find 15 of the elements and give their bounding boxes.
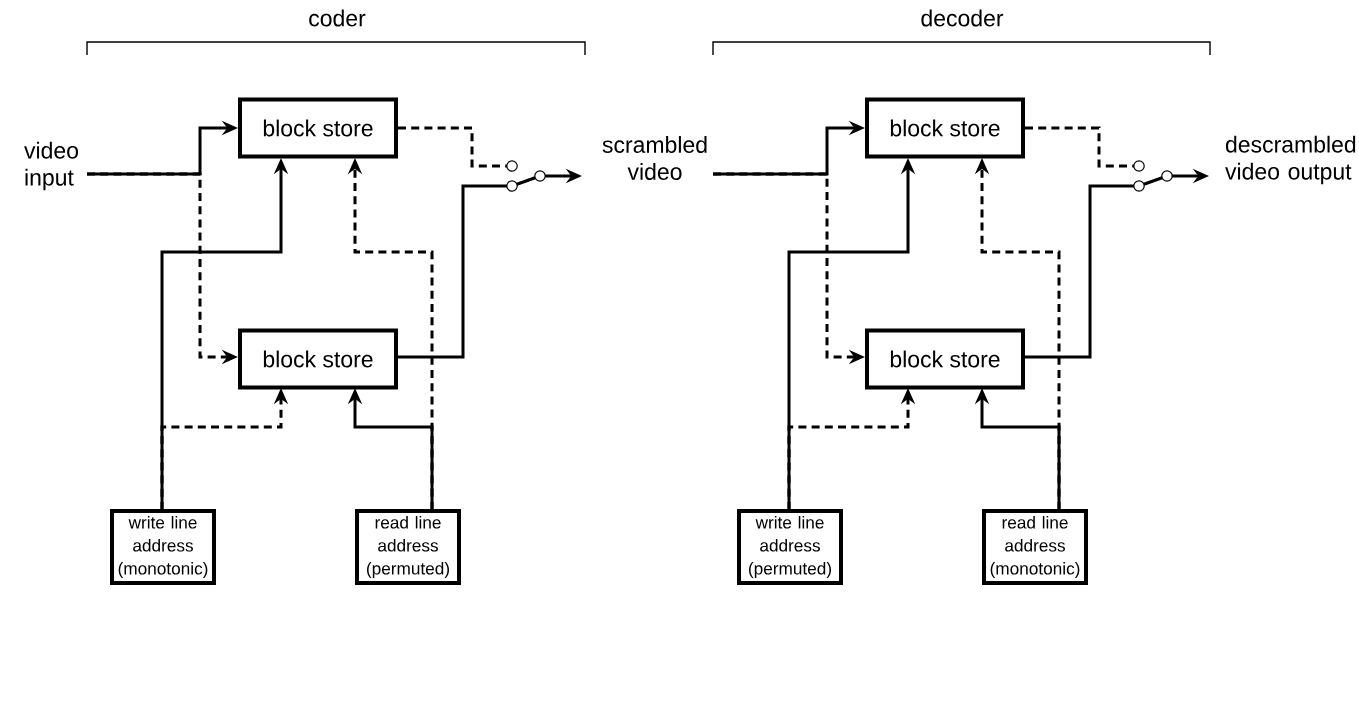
block-store-box: block store	[865, 97, 1025, 159]
signal-label: video input	[24, 141, 78, 191]
block-store-box: block store	[865, 328, 1025, 390]
block-store-box: block store	[238, 97, 398, 159]
block-store-box: block store	[238, 328, 398, 390]
group-label: decoder	[921, 9, 1004, 27]
group-label: coder	[309, 9, 366, 27]
switch-symbol	[1133, 160, 1173, 192]
signal-label: descrambled video output	[1225, 135, 1356, 185]
address-box: write line address (monotonic)	[110, 509, 216, 585]
address-box: read line address (permuted)	[355, 509, 461, 585]
address-box: read line address (monotonic)	[982, 509, 1088, 585]
address-box: write line address (permuted)	[737, 509, 843, 585]
signal-label: scrambled video	[602, 136, 707, 180]
switch-symbol	[506, 160, 546, 192]
